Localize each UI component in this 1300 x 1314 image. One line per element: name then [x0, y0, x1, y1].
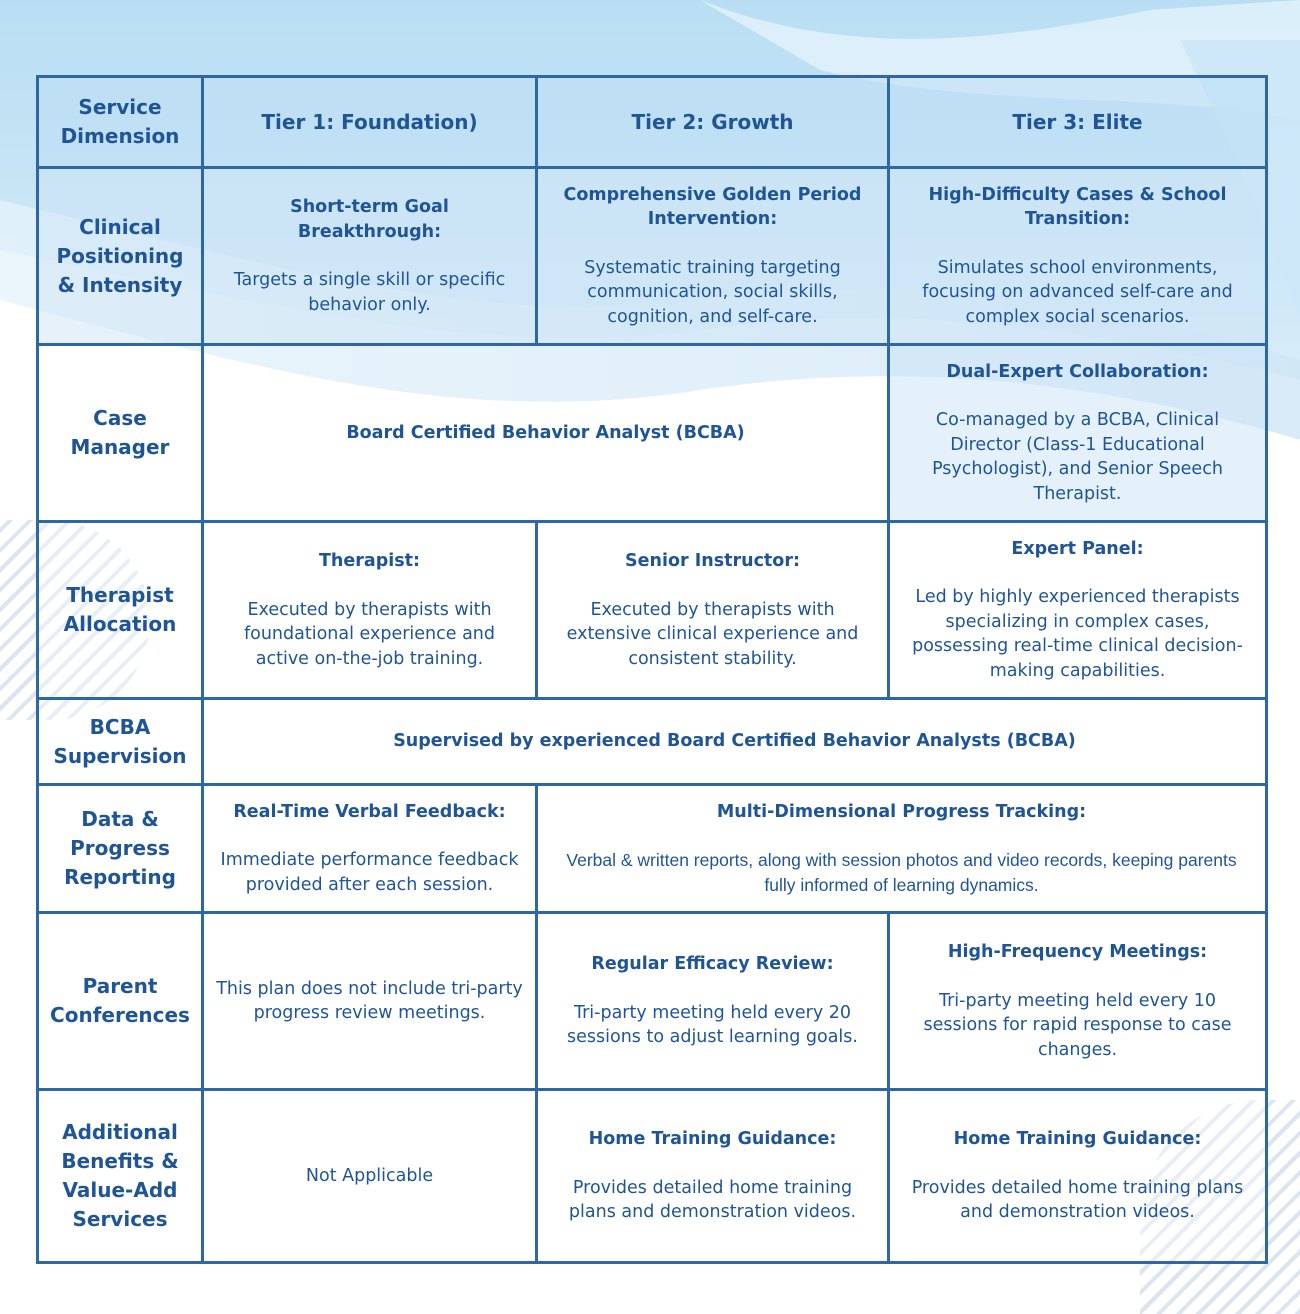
header-row: Service Dimension Tier 1: Foundation) Ti…: [36, 75, 1268, 169]
header-tier-2: Tier 2: Growth: [535, 75, 890, 169]
cell-title: High-Frequency Meetings:: [947, 942, 1208, 962]
cell-therapist-tier1: Therapist: Executed by therapists with f…: [201, 520, 538, 700]
cell-text: Verbal & written reports, along with ses…: [566, 850, 1237, 895]
row-label-clinical: Clinical Positioning & Intensity: [36, 166, 204, 346]
cell-text: Systematic training targeting communicat…: [584, 257, 841, 327]
cell-bcba-all-tiers: Supervised by experienced Board Certifie…: [201, 697, 1268, 786]
cell-benefits-tier3: Home Training Guidance: Provides detaile…: [887, 1088, 1268, 1264]
row-label-case-manager: Case Manager: [36, 343, 204, 523]
cell-data-tier1: Real-Time Verbal Feedback: Immediate per…: [201, 783, 538, 914]
row-label-benefits: Additional Benefits & Value-Add Services: [36, 1088, 204, 1264]
cell-case-manager-tier12: Board Certified Behavior Analyst (BCBA): [201, 343, 890, 523]
cell-title: Short-term Goal Breakthrough:: [290, 197, 449, 242]
cell-parent-tier2: Regular Efficacy Review: Tri-party meeti…: [535, 911, 890, 1091]
header-tier-1: Tier 1: Foundation): [201, 75, 538, 169]
row-bcba-supervision: BCBA Supervision Supervised by experienc…: [36, 697, 1268, 786]
cell-text: Supervised by experienced Board Certifie…: [393, 731, 1076, 752]
cell-text: Co-managed by a BCBA, Clinical Director …: [932, 410, 1223, 504]
row-clinical-positioning: Clinical Positioning & Intensity Short-t…: [36, 166, 1268, 346]
cell-title: High-Difficulty Cases & School Transitio…: [928, 184, 1227, 230]
row-data-progress: Data & Progress Reporting Real-Time Verb…: [36, 783, 1268, 914]
cell-therapist-tier2: Senior Instructor: Executed by therapist…: [535, 520, 890, 700]
cell-title: Home Training Guidance:: [588, 1129, 837, 1150]
header-tier-3: Tier 3: Elite: [887, 75, 1268, 169]
row-case-manager: Case Manager Board Certified Behavior An…: [36, 343, 1268, 523]
cell-title: Senior Instructor:: [625, 551, 800, 571]
cell-title: Home Training Guidance:: [953, 1129, 1202, 1150]
cell-title: Regular Efficacy Review:: [591, 954, 834, 975]
cell-case-manager-tier3: Dual-Expert Collaboration: Co-managed by…: [887, 343, 1268, 523]
cell-text: Tri-party meeting held every 20 sessions…: [567, 1002, 858, 1048]
header-service-dimension: Service Dimension: [36, 75, 204, 169]
cell-clinical-tier1: Short-term Goal Breakthrough: Targets a …: [201, 166, 538, 346]
cell-text: Executed by therapists with foundational…: [243, 599, 496, 669]
cell-text: Provides detailed home training plans an…: [568, 1177, 857, 1223]
cell-title: Multi-Dimensional Progress Tracking:: [716, 801, 1087, 822]
cell-text: Provides detailed home training plans an…: [911, 1177, 1244, 1223]
cell-text: Board Certified Behavior Analyst (BCBA): [346, 422, 745, 443]
cell-title: Dual-Expert Collaboration:: [946, 361, 1209, 382]
row-label-bcba: BCBA Supervision: [36, 697, 204, 786]
cell-text: Led by highly experienced therapists spe…: [912, 587, 1243, 681]
cell-parent-tier3: High-Frequency Meetings: Tri-party meeti…: [887, 911, 1268, 1091]
row-label-parent: Parent Conferences: [36, 911, 204, 1091]
cell-benefits-tier1: Not Applicable: [201, 1088, 538, 1264]
cell-text: This plan does not include tri-party pro…: [216, 978, 523, 1024]
row-label-therapist: Therapist Allocation: [36, 520, 204, 700]
cell-therapist-tier3: Expert Panel: Led by highly experienced …: [887, 520, 1268, 700]
cell-title: Comprehensive Golden Period Intervention…: [563, 184, 862, 230]
cell-title: Therapist:: [318, 551, 420, 571]
row-additional-benefits: Additional Benefits & Value-Add Services…: [36, 1088, 1268, 1264]
cell-title: Real-Time Verbal Feedback:: [233, 801, 506, 822]
row-label-data: Data & Progress Reporting: [36, 783, 204, 914]
cell-text: Tri-party meeting held every 10 sessions…: [923, 990, 1232, 1060]
cell-title: Expert Panel:: [1011, 538, 1144, 559]
service-tier-table: Service Dimension Tier 1: Foundation) Ti…: [36, 75, 1268, 1264]
cell-benefits-tier2: Home Training Guidance: Provides detaile…: [535, 1088, 890, 1264]
cell-text: Not Applicable: [305, 1165, 434, 1186]
cell-text: Immediate performance feedback provided …: [220, 850, 519, 895]
cell-parent-tier1: This plan does not include tri-party pro…: [201, 911, 538, 1091]
cell-data-tier23: Multi-Dimensional Progress Tracking: Ver…: [535, 783, 1268, 914]
cell-text: Targets a single skill or specific behav…: [233, 270, 506, 315]
cell-text: Simulates school environments, focusing …: [922, 257, 1233, 327]
row-therapist-allocation: Therapist Allocation Therapist: Executed…: [36, 520, 1268, 700]
cell-clinical-tier3: High-Difficulty Cases & School Transitio…: [887, 166, 1268, 346]
cell-text: Executed by therapists with extensive cl…: [566, 599, 859, 669]
cell-clinical-tier2: Comprehensive Golden Period Intervention…: [535, 166, 890, 346]
row-parent-conferences: Parent Conferences This plan does not in…: [36, 911, 1268, 1091]
